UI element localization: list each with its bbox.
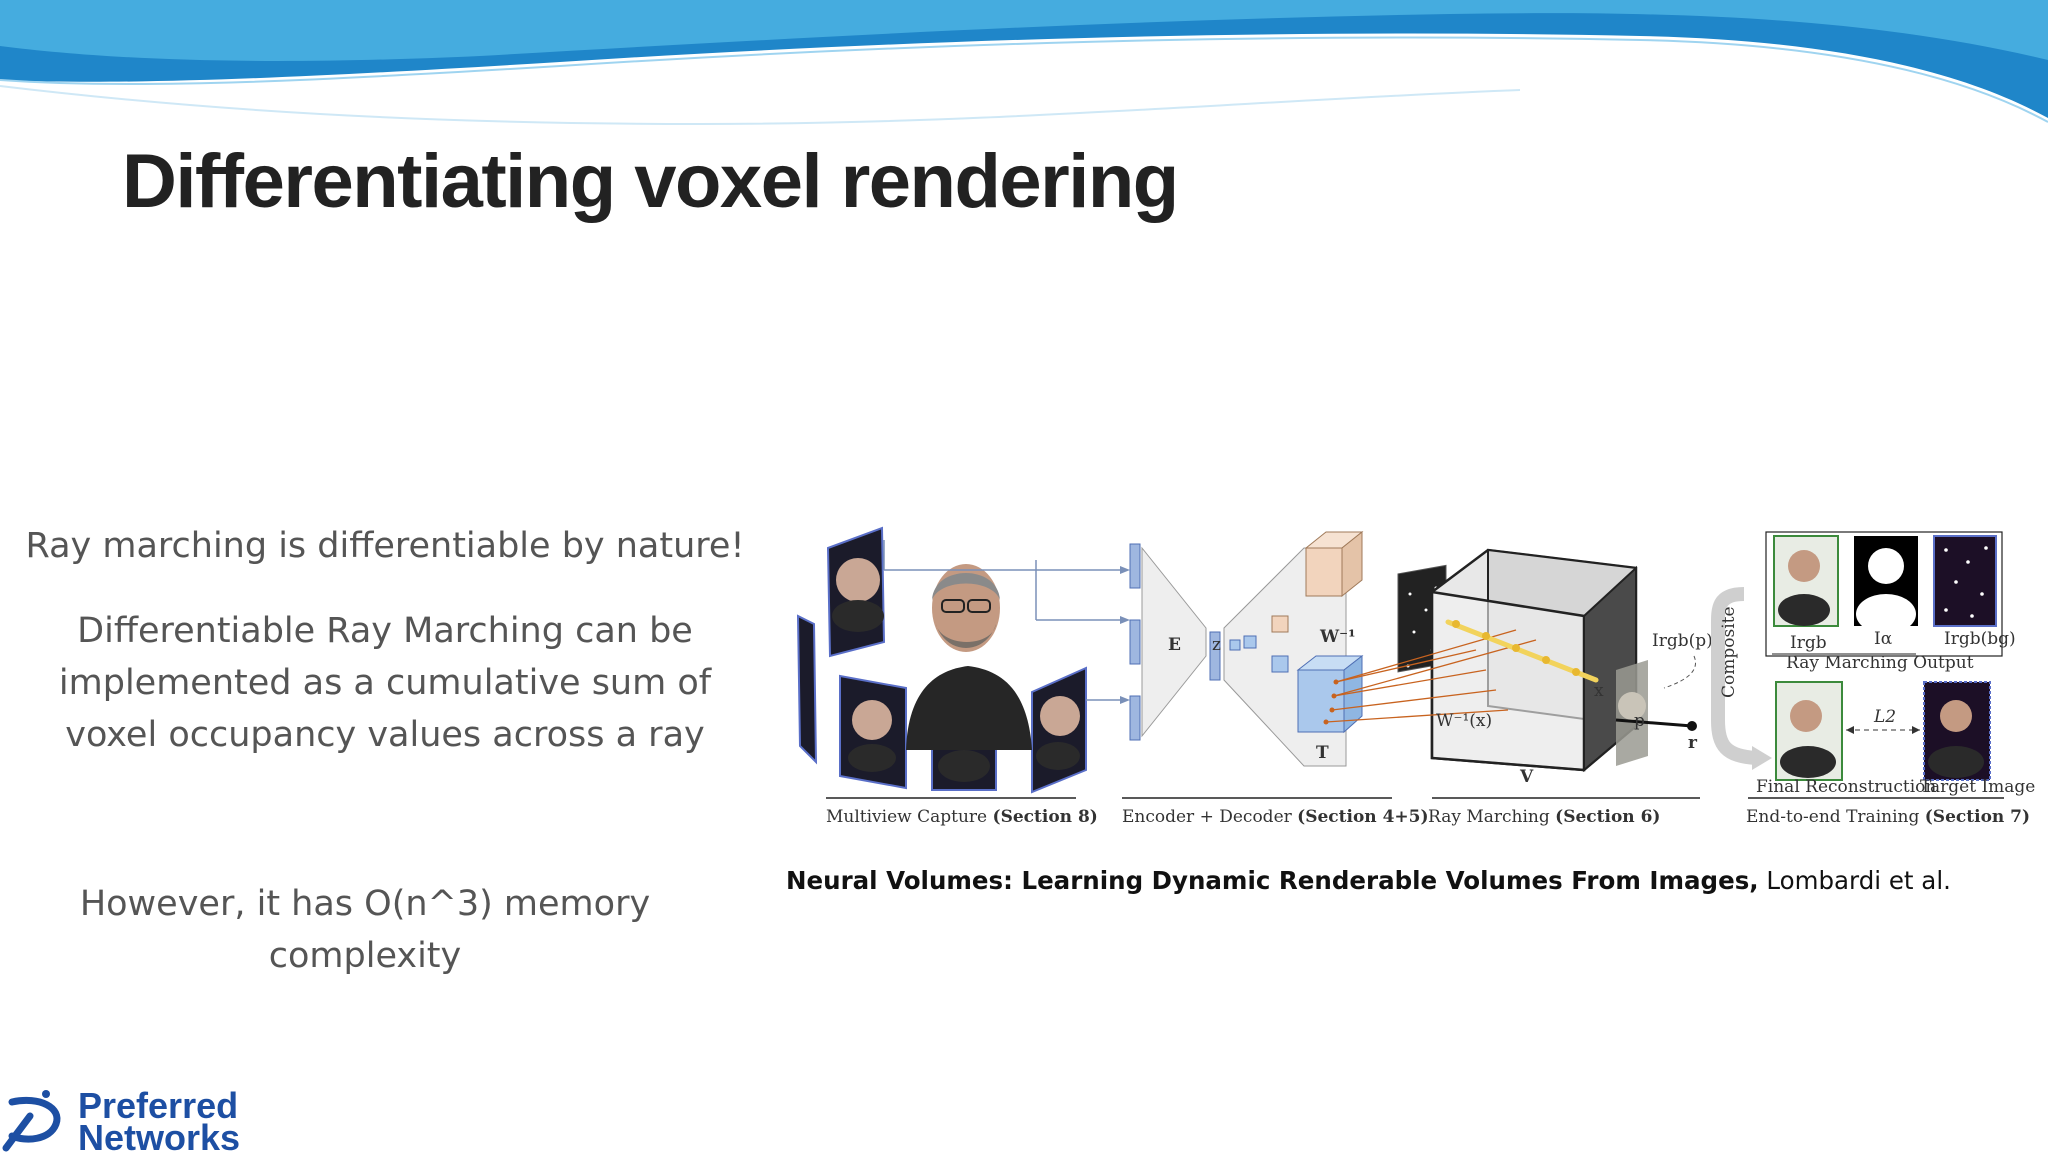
- volume-cube: [1430, 548, 1638, 773]
- volume-symbol: V: [1519, 767, 1534, 787]
- camera-image: [826, 526, 886, 658]
- section-caption: Encoder + Decoder (Section 4+5): [1122, 807, 1429, 827]
- encoder-decoder-panel: E z W⁻¹ T: [1122, 530, 1392, 799]
- alpha-output-image: [1854, 536, 1918, 634]
- target-image-label: Target Image: [1920, 777, 2035, 797]
- section-caption: Multiview Capture (Section 8): [826, 807, 1098, 827]
- rgb-output-image: [1773, 535, 1839, 627]
- loss-symbol: L2: [1873, 707, 1896, 727]
- pfn-mark-icon: [2, 1090, 61, 1152]
- training-panel: Composite Irgb Iα Irgb(bg) Ray Marching …: [1710, 531, 2035, 799]
- template-symbol: T: [1316, 743, 1329, 763]
- figure-citation: Neural Volumes: Learning Dynamic Rendera…: [786, 866, 1951, 895]
- ray-marching-panel: x W⁻¹(x) V p r Irgb(p): [1325, 548, 1713, 799]
- warp-inverse-cube: [1304, 530, 1364, 598]
- final-reconstruction-image: [1775, 681, 1843, 781]
- warp-inverse-symbol: W⁻¹: [1319, 627, 1356, 647]
- composite-label: Composite: [1719, 606, 1739, 698]
- ray-symbol: r: [1688, 733, 1698, 753]
- bullet-cumulative-sum: Differentiable Ray Marching can be imple…: [58, 611, 712, 755]
- pixel-symbol: p: [1634, 711, 1645, 731]
- bullet-memory-complexity: However, it has O(n^3) memory complexity: [79, 884, 651, 976]
- citation-title: Neural Volumes: Learning Dynamic Rendera…: [786, 866, 1759, 895]
- background-image: [1933, 535, 1997, 627]
- camera-image: [1031, 666, 1087, 794]
- latent-symbol: z: [1212, 635, 1221, 655]
- final-reconstruction-label: Final Reconstruction: [1756, 777, 1936, 797]
- bullet-differentiable: Ray marching is differentiable by nature…: [25, 526, 745, 566]
- camera-image: [796, 614, 818, 765]
- rgb-at-p-symbol: Irgb(p): [1652, 631, 1713, 651]
- logo-line-1: Preferred: [78, 1085, 238, 1126]
- camera-image: [839, 674, 907, 790]
- subject-portrait: [906, 564, 1032, 750]
- preferred-networks-logo: Preferred Networks: [2, 1085, 240, 1152]
- section-caption: Ray Marching (Section 6): [1428, 807, 1660, 827]
- citation-authors: Lombardi et al.: [1766, 866, 1951, 895]
- neural-volumes-figure: E z W⁻¹ T: [796, 526, 2035, 827]
- warp-field-symbol: W⁻¹(x): [1436, 711, 1492, 731]
- background-symbol: Irgb(bg): [1944, 629, 2016, 649]
- slide-title: Differentiating voxel rendering: [122, 139, 1179, 224]
- header-wave: [0, 0, 2048, 126]
- logo-line-2: Networks: [78, 1117, 240, 1152]
- rgb-output-symbol: Irgb: [1790, 633, 1827, 653]
- alpha-output-symbol: Iα: [1874, 629, 1893, 649]
- section-caption: End-to-end Training (Section 7): [1746, 807, 2030, 827]
- multiview-capture-panel: [796, 526, 1130, 799]
- target-image: [1923, 681, 1991, 781]
- sample-point-symbol: x: [1594, 681, 1604, 701]
- encoder-symbol: E: [1168, 635, 1181, 655]
- ray-marching-output-label: Ray Marching Output: [1786, 653, 1974, 673]
